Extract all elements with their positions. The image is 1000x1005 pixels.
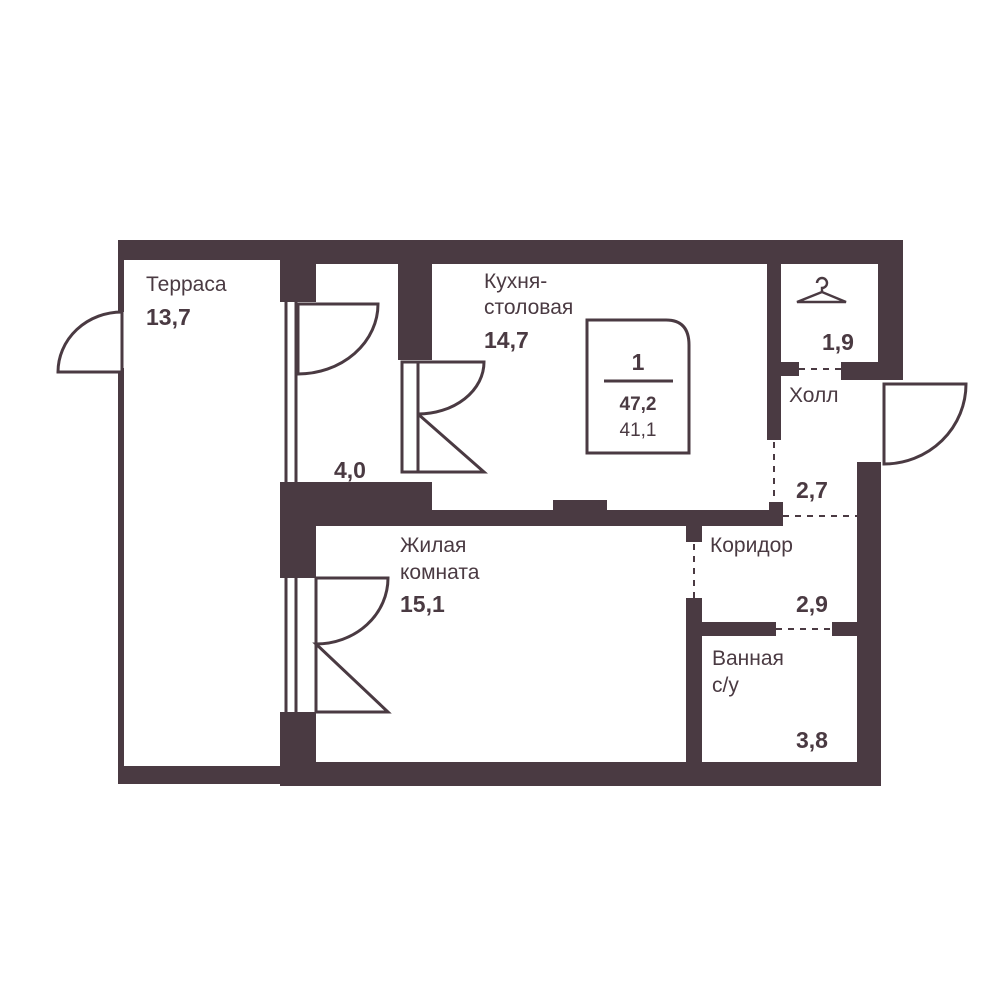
- corridor-area: 2,9: [796, 591, 828, 617]
- kitchen-area: 14,7: [484, 327, 529, 353]
- window-balcony: [284, 302, 298, 486]
- hall-area: 2,7: [796, 477, 828, 503]
- terrace-walls: [118, 240, 288, 784]
- kitchen-balcony-door[interactable]: [414, 360, 488, 474]
- corridor-name: Коридор: [710, 534, 793, 557]
- window-living: [284, 578, 298, 712]
- entrance-door[interactable]: [882, 382, 968, 466]
- living-area: 41,1: [620, 420, 657, 441]
- bathroom-area: 3,8: [796, 727, 828, 753]
- living-name-line1: Жилая: [400, 534, 466, 557]
- bathroom-name-line2: с/у: [712, 674, 739, 697]
- bathroom-name-line1: Ванная: [712, 647, 784, 670]
- terrace-name: Терраса: [146, 273, 227, 296]
- total-area: 47,2: [620, 394, 657, 415]
- living-name-line2: комната: [400, 561, 480, 584]
- balcony-door[interactable]: [296, 302, 380, 376]
- kitchen-balcony-door-frame: [400, 360, 420, 474]
- kitchen-name-line1: Кухня-: [484, 270, 547, 293]
- apartment-walls: [280, 240, 903, 786]
- terrace-area: 13,7: [146, 304, 191, 330]
- apartment-badge: 1 47,2 41,1: [585, 318, 691, 455]
- living-area-value: 15,1: [400, 591, 445, 617]
- zone-dividers: [693, 368, 857, 630]
- wardrobe-area: 1,9: [822, 329, 854, 355]
- hall-name: Холл: [789, 384, 839, 407]
- hanger-icon: [796, 276, 847, 304]
- kitchen-name-line2: столовая: [484, 296, 573, 319]
- room-count: 1: [632, 349, 645, 375]
- living-balcony-door[interactable]: [312, 576, 392, 714]
- terrace-door[interactable]: [56, 310, 124, 374]
- balcony-area: 4,0: [334, 457, 366, 483]
